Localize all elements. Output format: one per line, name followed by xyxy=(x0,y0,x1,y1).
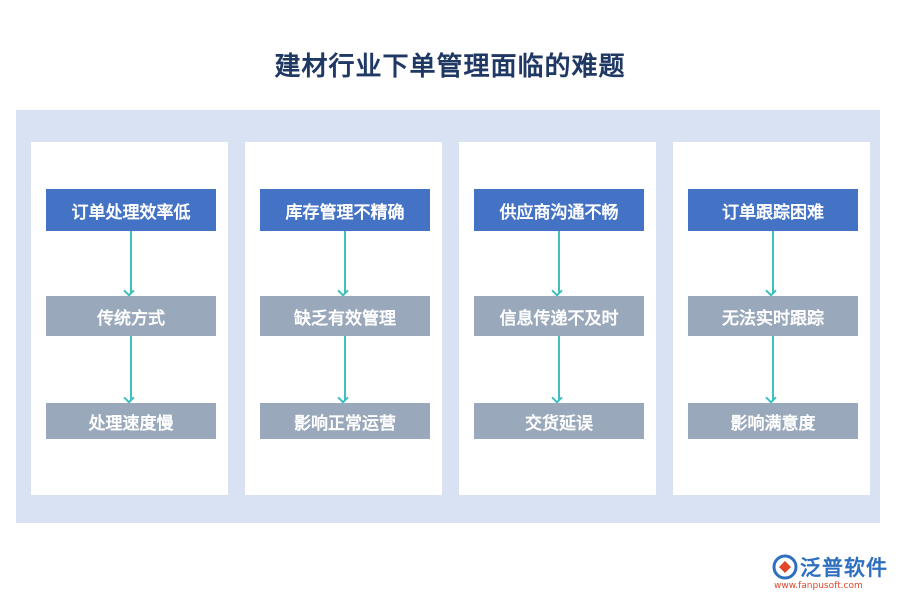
problem-heading: 供应商沟通不畅 xyxy=(474,189,644,231)
down-arrow-icon xyxy=(344,336,346,401)
problem-card-1: 订单处理效率低 传统方式 处理速度慢 xyxy=(31,142,228,495)
problem-heading: 订单处理效率低 xyxy=(46,189,216,231)
problem-cause: 传统方式 xyxy=(46,296,216,336)
brand-name: 泛普软件 xyxy=(800,556,888,580)
problem-heading: 订单跟踪困难 xyxy=(688,189,858,231)
down-arrow-icon xyxy=(130,336,132,401)
down-arrow-icon xyxy=(344,231,346,294)
problem-effect: 处理速度慢 xyxy=(46,403,216,439)
down-arrow-icon xyxy=(772,231,774,294)
down-arrow-icon xyxy=(130,231,132,294)
problem-card-3: 供应商沟通不畅 信息传递不及时 交货延误 xyxy=(459,142,656,495)
problem-cause: 无法实时跟踪 xyxy=(688,296,858,336)
fanpu-logo-icon xyxy=(772,554,798,580)
problem-card-2: 库存管理不精确 缺乏有效管理 影响正常运营 xyxy=(245,142,442,495)
diagram-panel: 订单处理效率低 传统方式 处理速度慢 库存管理不精确 缺乏有效管理 影响正常运营… xyxy=(16,110,880,523)
problem-heading: 库存管理不精确 xyxy=(260,189,430,231)
page-title: 建材行业下单管理面临的难题 xyxy=(274,52,626,82)
problem-effect: 交货延误 xyxy=(474,403,644,439)
problem-cause: 信息传递不及时 xyxy=(474,296,644,336)
problem-effect: 影响满意度 xyxy=(688,403,858,439)
brand-url: www.fanpusoft.com xyxy=(774,581,863,591)
down-arrow-icon xyxy=(558,231,560,294)
problem-cause: 缺乏有效管理 xyxy=(260,296,430,336)
problem-effect: 影响正常运营 xyxy=(260,403,430,439)
problem-card-4: 订单跟踪困难 无法实时跟踪 影响满意度 xyxy=(673,142,870,495)
down-arrow-icon xyxy=(558,336,560,401)
brand-logo: 泛普软件 www.fanpusoft.com xyxy=(772,552,892,596)
down-arrow-icon xyxy=(772,336,774,401)
